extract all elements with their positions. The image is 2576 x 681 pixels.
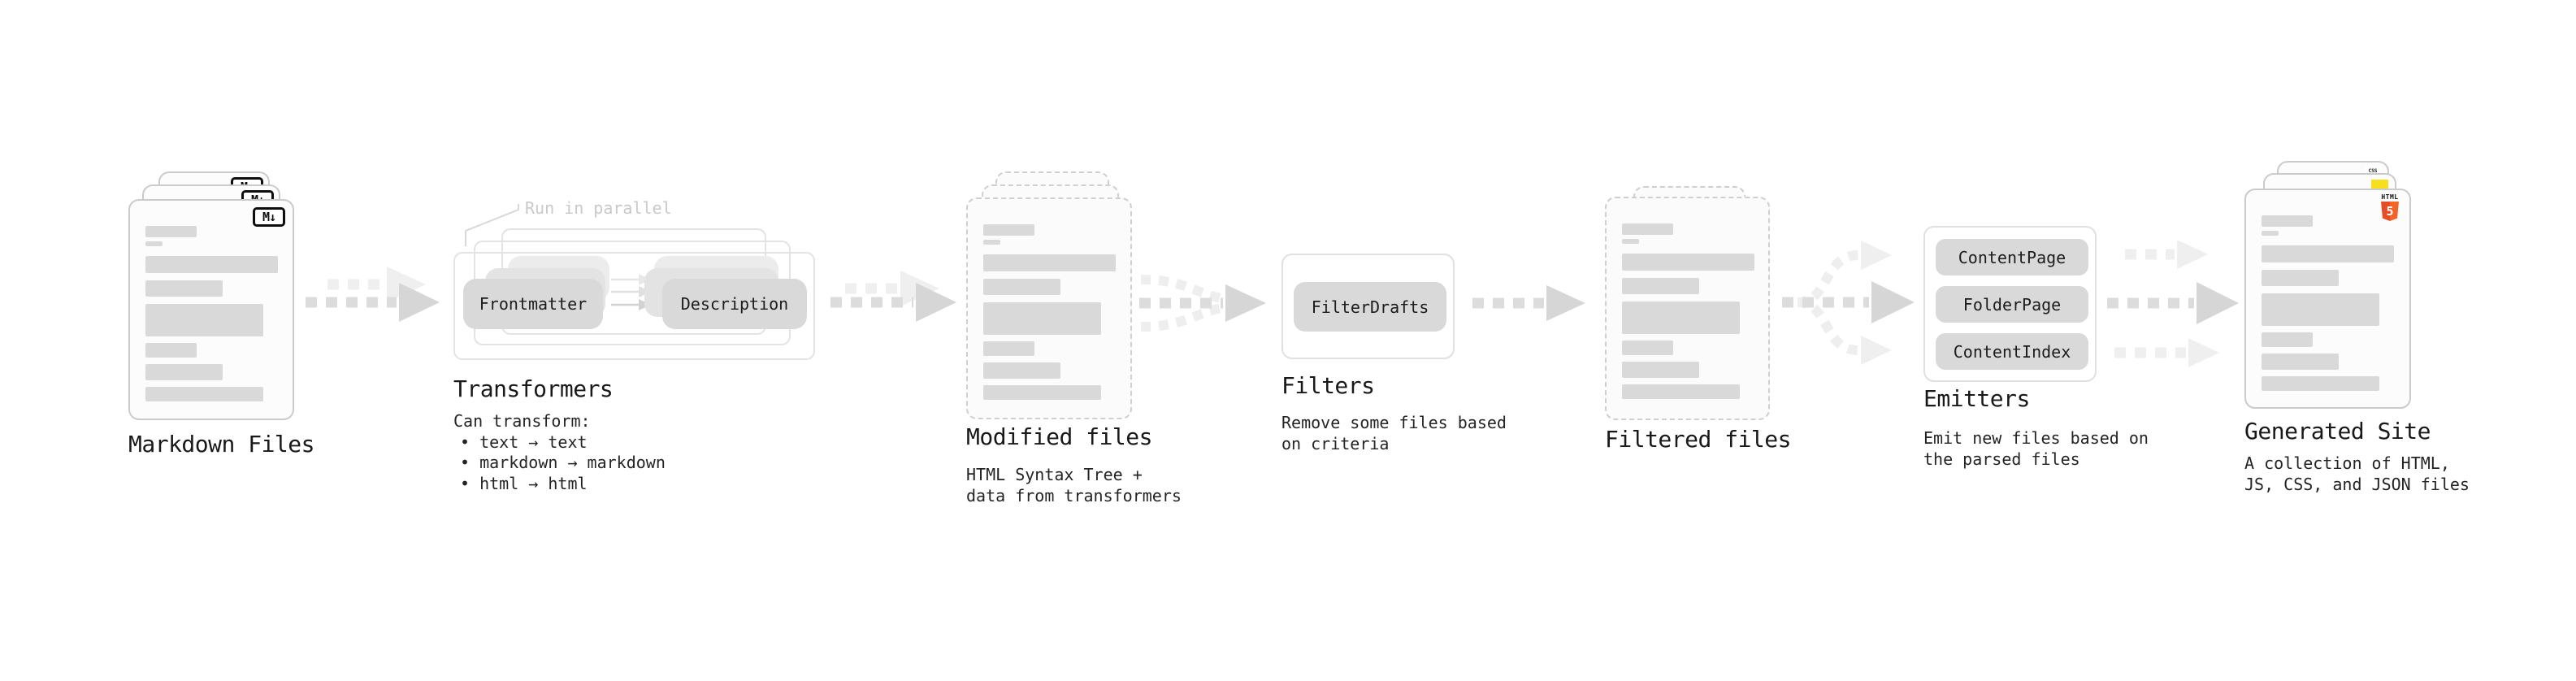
- description-pill: Description: [662, 279, 807, 329]
- doc-placeholder-bar: [2262, 293, 2379, 326]
- markdown-icon: M↓: [253, 207, 285, 227]
- doc-placeholder-text: [145, 226, 278, 401]
- arrow-emitters-to-generated: [2107, 240, 2239, 367]
- doc-placeholder-bar: [1622, 239, 1639, 244]
- doc-placeholder-bar: [2262, 376, 2379, 391]
- html5-icon-shield: 5: [2381, 202, 2399, 221]
- filters-subtitle: Remove some files based on criteria: [1281, 413, 1507, 453]
- filterdrafts-pill: FilterDrafts: [1294, 282, 1446, 332]
- filtered-file-card-front: [1605, 197, 1770, 420]
- transform-bullet: • markdown → markdown: [460, 453, 666, 472]
- doc-placeholder-bar: [145, 364, 223, 380]
- arrow-diverge-to-emitters: [1782, 241, 1915, 365]
- doc-placeholder-bar: [983, 385, 1101, 400]
- doc-placeholder-bar: [983, 224, 1034, 236]
- arrow-markdown-to-transformers: [306, 267, 440, 322]
- doc-placeholder-bar: [2262, 215, 2313, 227]
- markdown-file-card-front: M↓: [128, 199, 294, 420]
- doc-placeholder-bar: [983, 279, 1060, 295]
- transformers-title: Transformers: [453, 375, 614, 402]
- markdown-files-title: Markdown Files: [128, 431, 315, 458]
- doc-placeholder-bar: [145, 226, 197, 237]
- modified-files-title: Modified files: [966, 423, 1153, 450]
- stage-filtered-files: [1605, 186, 1770, 420]
- generated-file-card-html: HTML 5: [2244, 189, 2411, 409]
- stage-markdown-files: M↓ M↓ M↓: [128, 171, 294, 420]
- stage-transformers: Frontmatter Description: [453, 228, 818, 360]
- doc-placeholder-text: [2262, 215, 2394, 391]
- doc-placeholder-bar: [983, 341, 1034, 356]
- doc-placeholder-bar: [1622, 223, 1673, 235]
- doc-placeholder-bar: [145, 304, 263, 336]
- doc-placeholder-bar: [2262, 270, 2339, 286]
- doc-placeholder-text: [1622, 223, 1754, 399]
- arrow-filters-to-filtered: [1472, 285, 1585, 321]
- doc-placeholder-text: [983, 224, 1116, 400]
- contentindex-pill: ContentIndex: [1936, 333, 2088, 370]
- stage-modified-files: [966, 171, 1132, 420]
- contentpage-pill: ContentPage: [1936, 239, 2088, 275]
- doc-placeholder-bar: [145, 343, 197, 358]
- doc-placeholder-bar: [145, 241, 163, 246]
- doc-placeholder-bar: [1622, 254, 1754, 271]
- transform-bullet: • html → html: [460, 474, 588, 493]
- emitters-title: Emitters: [1923, 385, 2030, 412]
- doc-placeholder-bar: [983, 240, 1000, 245]
- frontmatter-pill: Frontmatter: [463, 279, 603, 329]
- generated-site-title: Generated Site: [2244, 418, 2431, 445]
- doc-placeholder-bar: [1622, 384, 1740, 399]
- stage-emitters: ContentPage FolderPage ContentIndex: [1923, 226, 2097, 382]
- filters-title: Filters: [1281, 372, 1375, 399]
- arrow-transformers-to-modified: [830, 271, 956, 322]
- doc-placeholder-bar: [2262, 332, 2313, 347]
- arrow-merge-to-filters: [1139, 275, 1266, 332]
- modified-file-card-front: [966, 197, 1132, 419]
- doc-placeholder-bar: [145, 280, 223, 297]
- transformers-heading: Can transform:: [453, 411, 591, 431]
- run-in-parallel-note: Run in parallel: [525, 198, 672, 218]
- html5-icon-label: HTML: [2381, 193, 2399, 201]
- emitters-subtitle: Emit new files based on the parsed files: [1923, 428, 2149, 469]
- transformer-box-front: [453, 252, 815, 360]
- filtered-files-title: Filtered files: [1605, 426, 1792, 453]
- doc-placeholder-bar: [1622, 340, 1673, 355]
- doc-placeholder-bar: [145, 387, 263, 401]
- folderpage-pill: FolderPage: [1936, 286, 2088, 323]
- transform-bullet: • text → text: [460, 432, 588, 452]
- doc-placeholder-bar: [983, 254, 1116, 271]
- html5-icon: HTML 5: [2379, 193, 2400, 221]
- doc-placeholder-bar: [983, 302, 1101, 335]
- doc-placeholder-bar: [1622, 301, 1740, 334]
- doc-placeholder-bar: [2262, 231, 2279, 236]
- doc-placeholder-bar: [983, 362, 1060, 379]
- modified-files-subtitle: HTML Syntax Tree + data from transformer…: [966, 465, 1182, 505]
- stage-generated-site: CSS HTML 5: [2244, 161, 2411, 409]
- doc-placeholder-bar: [1622, 278, 1699, 294]
- doc-placeholder-bar: [145, 256, 278, 273]
- doc-placeholder-bar: [2262, 354, 2339, 370]
- stage-filters: FilterDrafts: [1281, 254, 1455, 359]
- generated-site-subtitle: A collection of HTML, JS, CSS, and JSON …: [2244, 453, 2470, 494]
- doc-placeholder-bar: [2262, 245, 2394, 262]
- js-icon: [2371, 180, 2388, 191]
- doc-placeholder-bar: [1622, 362, 1699, 378]
